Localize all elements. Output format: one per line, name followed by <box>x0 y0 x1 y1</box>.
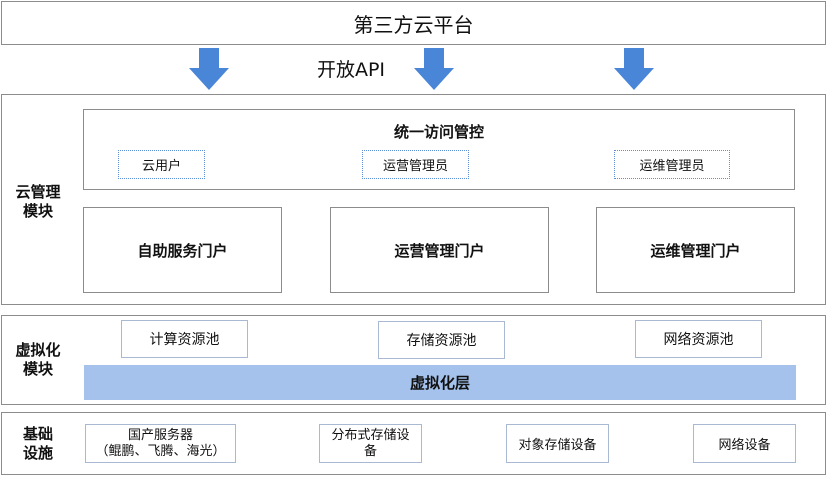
maintenance-management-portal: 运维管理门户 <box>596 207 795 293</box>
infrastructure-module-label: 基础 设施 <box>22 425 53 462</box>
down-arrow-icon <box>614 48 654 90</box>
network-resource-pool: 网络资源池 <box>635 320 762 358</box>
third-party-cloud-platform-label: 第三方云平台 <box>353 12 474 37</box>
role-operations-admin: 运营管理员 <box>362 150 469 179</box>
unified-access-control-title: 统一访问管控 <box>393 123 484 141</box>
role-maintenance-admin: 运维管理员 <box>614 150 730 179</box>
role-cloud-user: 云用户 <box>118 150 205 179</box>
self-service-portal: 自助服务门户 <box>83 207 282 293</box>
third-party-cloud-platform: 第三方云平台 <box>1 1 826 45</box>
domestic-server: 国产服务器 （鲲鹏、飞腾、海光） <box>85 424 236 463</box>
compute-resource-pool: 计算资源池 <box>121 320 248 358</box>
network-device: 网络设备 <box>693 424 796 463</box>
distributed-storage-device: 分布式存储设 备 <box>319 424 422 463</box>
down-arrow-icon <box>414 48 454 90</box>
virtualization-module-label: 虚拟化 模块 <box>15 341 61 378</box>
operations-management-portal: 运营管理门户 <box>330 207 549 293</box>
storage-resource-pool: 存储资源池 <box>378 321 505 359</box>
object-storage-device: 对象存储设备 <box>506 424 609 463</box>
open-api-label: 开放API <box>316 59 386 81</box>
virtualization-layer: 虚拟化层 <box>84 365 796 400</box>
cloud-management-module-label: 云管理 模块 <box>15 183 61 220</box>
down-arrow-icon <box>189 48 229 90</box>
